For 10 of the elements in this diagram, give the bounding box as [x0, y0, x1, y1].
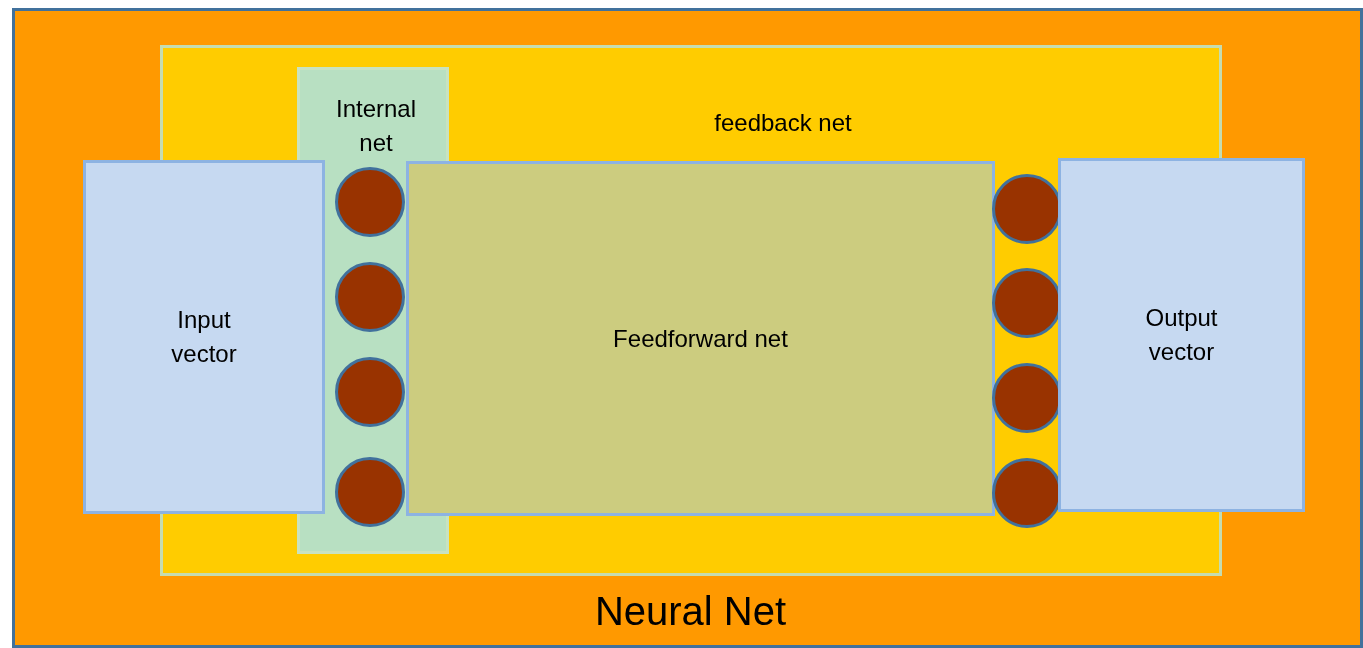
feedforward-net-box [406, 161, 995, 516]
input-vector-box [83, 160, 325, 514]
panel-title: feedback net [713, 108, 853, 138]
box-label: Feedforward net [613, 323, 788, 354]
output-vector-box [1058, 158, 1305, 512]
neural-net-panel [12, 8, 1363, 648]
panel-title: Internal net [334, 94, 418, 158]
box-label: Input vector [170, 305, 238, 369]
box-label: Output vector [1144, 303, 1219, 367]
panel-title: Neural Net [593, 588, 788, 635]
